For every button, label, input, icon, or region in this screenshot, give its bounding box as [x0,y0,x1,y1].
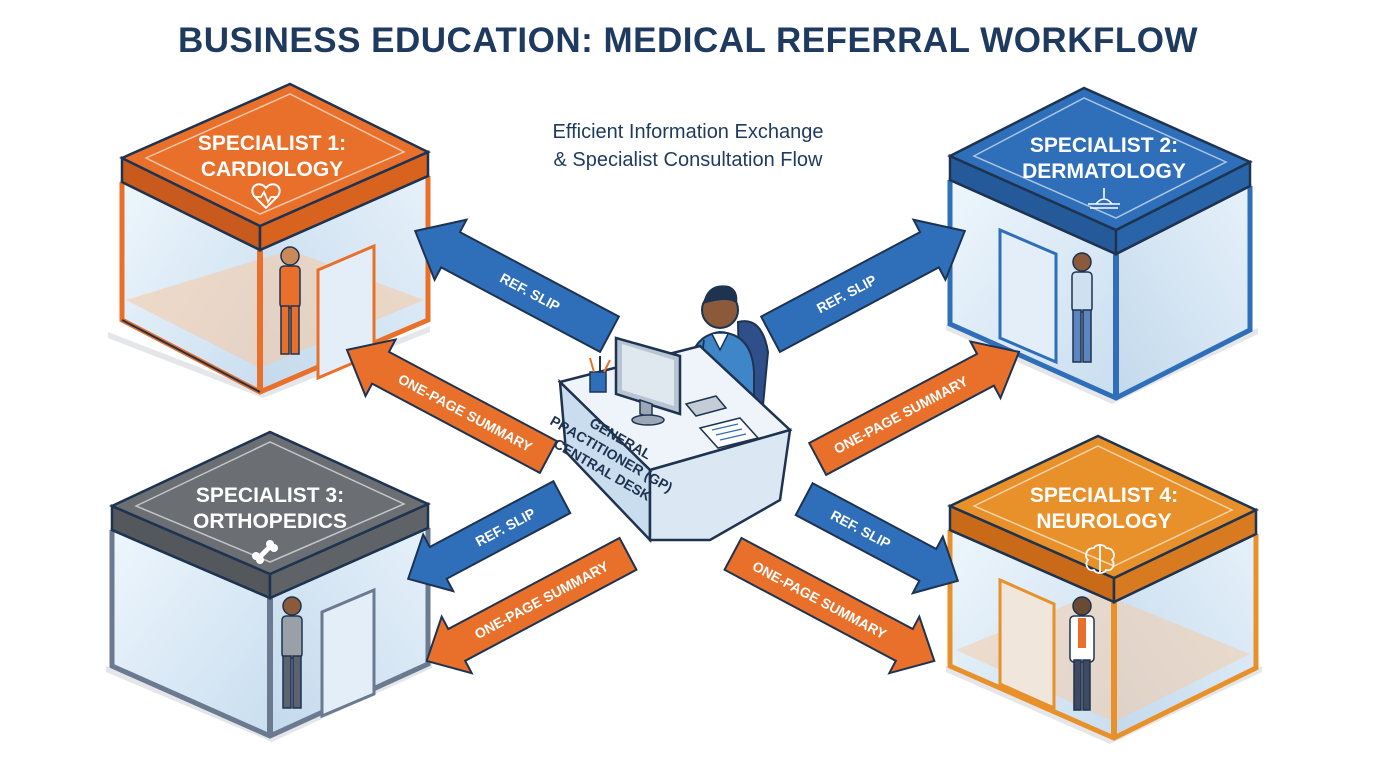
bone-icon [252,540,278,564]
specialist-4-name: NEUROLOGY [1036,510,1171,533]
summary-label-2: ONE-PAGE SUMMARY [831,372,971,457]
specialist-2-name: DERMATOLOGY [1022,160,1186,183]
specialist-1-title: SPECIALIST 1: [198,132,346,155]
specialist-4-title: SPECIALIST 4: [1030,484,1178,507]
summary-label-4: ONE-PAGE SUMMARY [750,558,890,643]
specialist-box-cardiology: SPECIALIST 1: CARDIOLOGY [108,82,431,398]
desk-document-icon [698,417,760,449]
specialist-2-title: SPECIALIST 2: [1030,134,1178,157]
specialist-box-orthopedics: SPECIALIST 3: ORTHOPEDICS [106,430,432,742]
arrow-ref-slip-to-dermatology: REF. SLIP [759,218,967,354]
arrow-summary-from-dermatology: ONE-PAGE SUMMARY [807,340,1021,477]
specialist-box-neurology: SPECIALIST 4: NEUROLOGY [946,434,1262,744]
arrow-ref-slip-to-cardiology: REF. SLIP [413,218,621,354]
arrow-summary-from-cardiology: ONE-PAGE SUMMARY [345,338,559,475]
subtitle-line-1: Efficient Information Exchange [553,121,824,143]
specialist-box-dermatology: SPECIALIST 2: DERMATOLOGY [946,86,1258,404]
page-title: BUSINESS EDUCATION: MEDICAL REFERRAL WOR… [178,21,1198,60]
specialist-1-name: CARDIOLOGY [201,158,343,181]
skin-layer-icon [1088,188,1120,209]
brain-icon [1085,544,1115,574]
specialist-3-title: SPECIALIST 3: [196,484,344,507]
heart-pulse-icon [251,183,281,210]
specialist-3-name: ORTHOPEDICS [193,510,347,533]
summary-label-1: ONE-PAGE SUMMARY [396,371,536,456]
gp-central-desk: GENERAL PRACTITIONER (GP) CENTRAL DESK [548,285,793,544]
subtitle-line-2: & Specialist Consultation Flow [553,149,823,171]
neurology-staff-figure [1069,596,1095,711]
summary-label-3: ONE-PAGE SUMMARY [472,557,612,642]
dermatology-staff-figure [1071,252,1093,363]
orthopedics-staff-figure [281,596,303,709]
cardiology-staff-figure [279,246,301,355]
